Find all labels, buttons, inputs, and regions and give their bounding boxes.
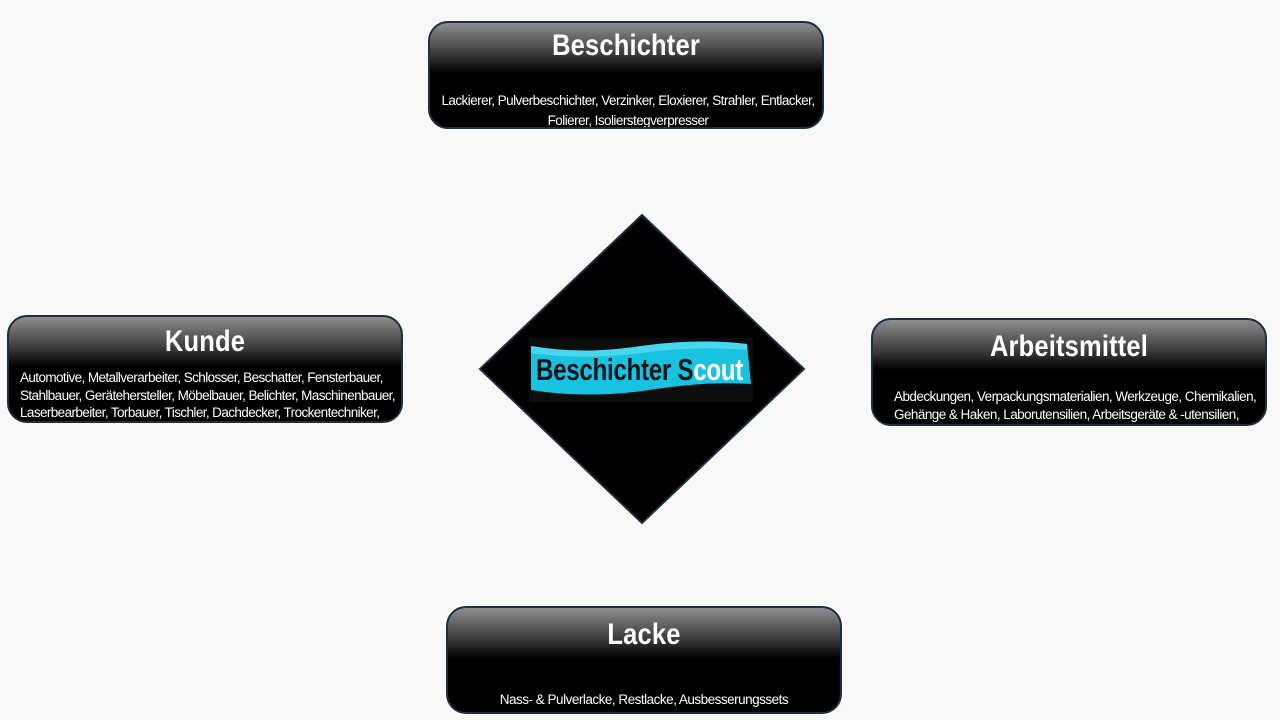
node-title: Kunde — [164, 325, 246, 358]
logo-text-part-2: cout — [693, 352, 744, 387]
node-arbeitsmittel: Arbeitsmittel Abdeckungen, Verpackungsma… — [871, 318, 1267, 426]
logo-wordmark: Beschichter Scout — [536, 352, 743, 388]
node-kunde: Kunde Automotive, Metallverarbeiter, Sch… — [7, 315, 403, 423]
node-title: Beschichter — [552, 29, 700, 62]
node-description: Automotive, Metallverarbeiter, Schlosser… — [20, 370, 396, 420]
logo-banner-shape — [531, 341, 751, 395]
brand-logo: Beschichter Scout — [529, 338, 753, 402]
logo-text-part-1: Beschichter S — [536, 352, 694, 387]
node-description: Abdeckungen, Verpackungsmaterialien, Wer… — [894, 389, 1257, 422]
node-beschichter: Beschichter Lackierer, Pulverbeschichter… — [428, 21, 824, 129]
node-title: Lacke — [607, 618, 681, 651]
node-lacke: Lacke Nass- & Pulverlacke, Restlacke, Au… — [446, 606, 842, 714]
node-description: Nass- & Pulverlacke, Restlacke, Ausbesse… — [499, 692, 789, 707]
node-title: Arbeitsmittel — [989, 330, 1149, 363]
node-description: Lackierer, Pulverbeschichter, Verzinker,… — [441, 93, 815, 128]
